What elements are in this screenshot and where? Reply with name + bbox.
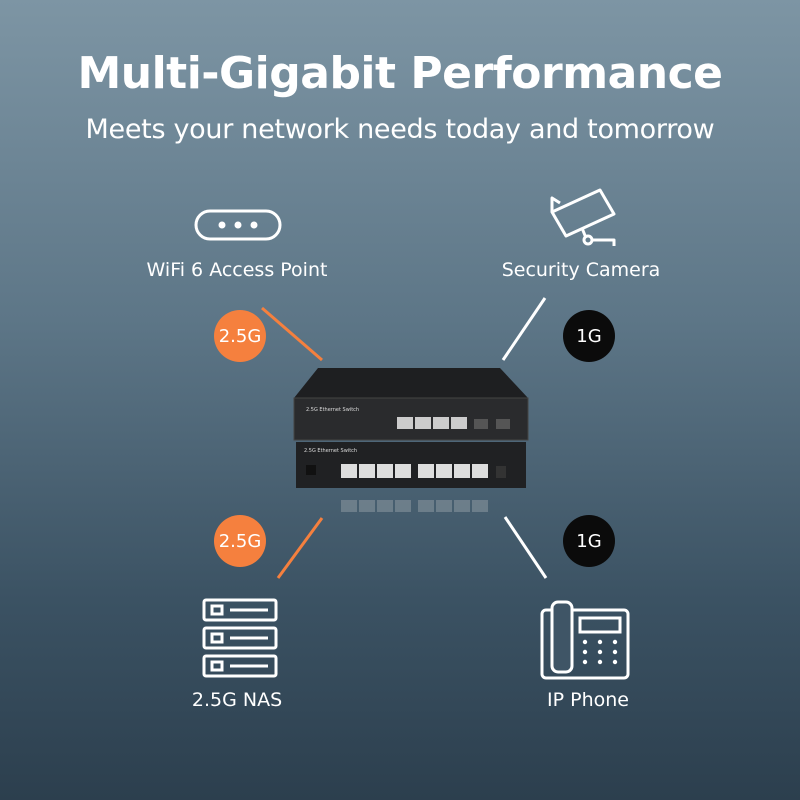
ethernet-switch-image: 2.5G Ethernet Switch 2.5G Ethernet Switc… <box>293 368 529 512</box>
switch-reflection <box>341 500 488 512</box>
device-label-phone: IP Phone <box>547 689 629 711</box>
speed-badge-nas: 2.5G <box>214 515 266 567</box>
speed-badge-camera: 1G <box>563 310 615 362</box>
bottom-ports <box>306 464 506 478</box>
line-access-point <box>261 306 323 362</box>
page-subtitle: Meets your network needs today and tomor… <box>85 114 715 145</box>
security-camera-icon <box>550 188 616 246</box>
nas-icon <box>202 598 278 678</box>
device-label-access-point: WiFi 6 Access Point <box>146 259 328 281</box>
line-phone <box>503 516 548 579</box>
line-nas <box>276 517 324 579</box>
line-camera <box>501 297 547 361</box>
device-label-camera: Security Camera <box>501 259 661 281</box>
switch-bottom-label: 2.5G Ethernet Switch <box>304 448 357 454</box>
speed-badge-access-point: 2.5G <box>214 310 266 362</box>
ip-phone-icon <box>540 600 630 680</box>
top-ports <box>397 417 510 429</box>
access-point-icon <box>194 209 282 241</box>
device-label-nas: 2.5G NAS <box>191 689 283 711</box>
page-title: Multi-Gigabit Performance <box>77 48 723 99</box>
switch-top-label: 2.5G Ethernet Switch <box>306 407 359 413</box>
speed-badge-phone: 1G <box>563 515 615 567</box>
